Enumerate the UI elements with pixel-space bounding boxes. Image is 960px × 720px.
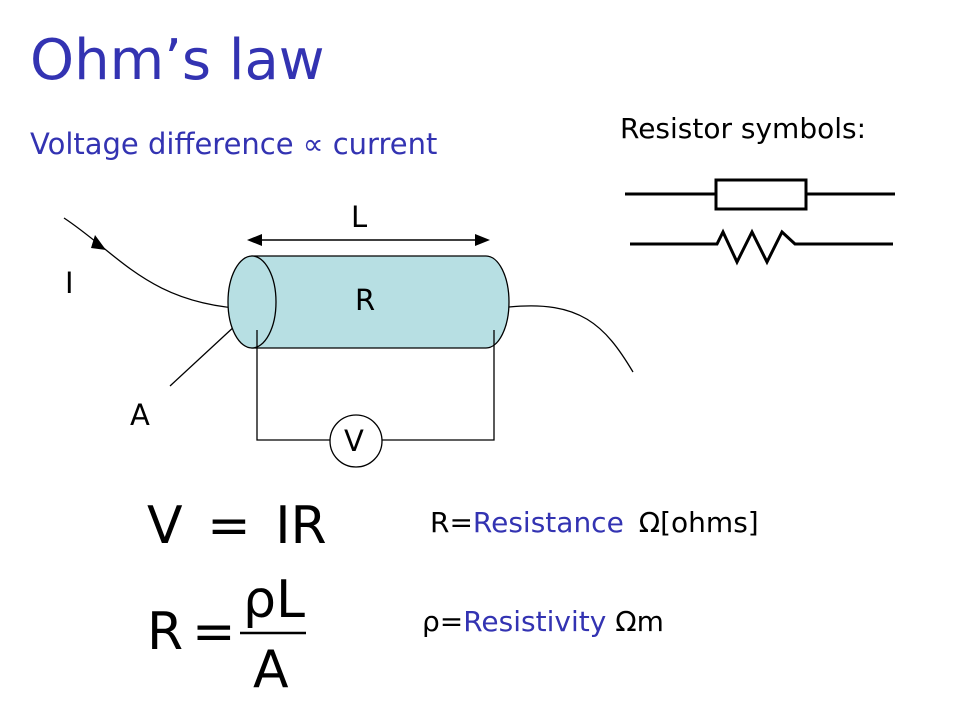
resistivity-term: Resistivity	[463, 605, 607, 638]
length-arrow	[247, 234, 490, 246]
length-label: L	[351, 200, 368, 234]
voltmeter-circle	[329, 414, 383, 468]
resistor-cylinder	[227, 255, 510, 349]
eq1-lhs: V	[147, 496, 183, 556]
voltmeter-circuit	[256, 330, 495, 441]
current-label: I	[65, 266, 74, 300]
slide-title: Ohm’s law	[30, 28, 325, 93]
resistor-symbols-heading: Resistor symbols:	[620, 112, 867, 145]
area-label: A	[130, 398, 150, 432]
resistance-unit: Ω[ohms]	[638, 506, 759, 539]
resistance-definition: R=Resistance Ω[ohms]	[430, 506, 759, 539]
current-wire-out	[508, 305, 634, 373]
resistivity-definition: ρ=Resistivity Ωm	[422, 605, 664, 638]
eq1-equals: =	[207, 496, 251, 556]
resistivity-symbol: ρ=	[422, 605, 464, 638]
voltmeter-label: V	[344, 424, 364, 458]
resistance-symbol: R=	[430, 506, 473, 539]
eq2-denominator: A	[253, 640, 289, 700]
eq2-equals: =	[192, 602, 236, 662]
resistivity-unit: Ωm	[615, 605, 664, 638]
eq2-lhs: R	[147, 602, 184, 662]
eq2-numerator: ρL	[243, 570, 305, 630]
resistance-term: Resistance	[472, 506, 624, 539]
eq1-rhs: IR	[275, 496, 327, 556]
resistor-zigzag-symbol	[630, 228, 893, 266]
resistance-label: R	[355, 283, 376, 317]
current-arrow-head	[91, 235, 106, 250]
slide-subtitle: Voltage difference ∝ current	[30, 127, 438, 161]
equation-v-ir: V = IR	[147, 496, 327, 556]
current-wire-in	[63, 217, 251, 310]
resistor-box-symbol	[625, 178, 895, 211]
